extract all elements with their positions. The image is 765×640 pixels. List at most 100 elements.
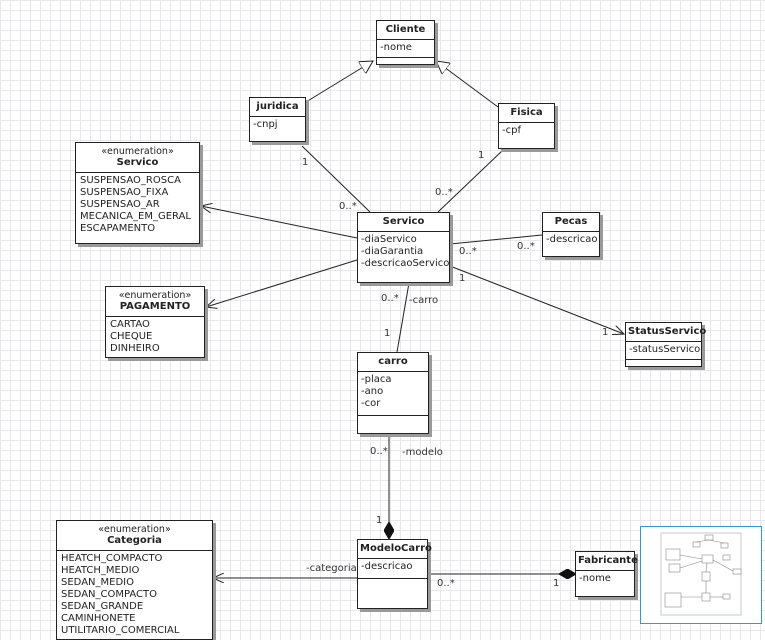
attribute: -diaGarantia [361, 246, 424, 257]
multiplicity-label: 1 [459, 273, 466, 284]
operations-compartment [377, 57, 434, 64]
attributes-compartment: -descricao [543, 231, 599, 251]
association-fisica-servico[interactable] [437, 149, 504, 213]
stereotype: «enumeration» [98, 524, 171, 535]
enum-literal: SUSPENSAO_ROSCA [80, 175, 181, 186]
enum-pagamento[interactable]: «enumeration» PAGAMENTO CARTAO CHEQUE DI… [105, 286, 205, 358]
enum-servico[interactable]: «enumeration» Servico SUSPENSAO_ROSCA SU… [75, 142, 200, 244]
multiplicity-label: 1 [478, 150, 485, 161]
enum-literal: HEATCH_MEDIO [61, 565, 140, 576]
association-servico-pagamento[interactable] [206, 259, 358, 307]
enum-literal: ESCAPAMENTO [80, 223, 156, 234]
enum-literal: CAMINHONETE [61, 613, 136, 624]
operations-compartment [626, 359, 701, 364]
class-fabricante[interactable]: Fabricante -nome [575, 551, 638, 597]
class-title: Servico [382, 216, 425, 227]
class-title: carro [378, 356, 408, 367]
literals-compartment: SUSPENSAO_ROSCA SUSPENSAO_FIXA SUSPENSAO… [76, 172, 199, 238]
attributes-compartment: -placa -ano -cor [358, 371, 428, 415]
enum-literal: SEDAN_GRANDE [61, 601, 144, 612]
generalization-juridica-cliente[interactable] [305, 61, 373, 103]
association-servico-status[interactable] [449, 265, 624, 334]
class-title: Fabricante [578, 555, 638, 566]
attribute: -ano [361, 386, 384, 397]
multiplicity-label: 0..* [339, 201, 357, 212]
operations-compartment [358, 578, 427, 597]
class-title: «enumeration» PAGAMENTO [106, 287, 204, 316]
class-pecas[interactable]: Pecas -descricao [542, 212, 600, 257]
multiplicity-label: 0..* [517, 241, 535, 252]
multiplicity-label: 1 [602, 327, 609, 338]
multiplicity-label: 0..* [437, 578, 455, 589]
class-title: «enumeration» Categoria [57, 521, 212, 550]
attribute: -cor [361, 398, 381, 409]
attribute: -placa [361, 374, 392, 385]
attribute: -nome [380, 42, 412, 53]
class-title: StatusServico [628, 326, 707, 337]
class-status-servico[interactable]: StatusServico -statusServico [625, 322, 707, 367]
enum-literal: SEDAN_COMPACTO [61, 589, 158, 600]
enum-literal: SUSPENSAO_FIXA [80, 187, 169, 198]
attribute: -diaServico [361, 234, 417, 245]
class-cliente[interactable]: Cliente -nome [376, 20, 435, 65]
class-title: ModeloCarro [360, 543, 432, 554]
association-servico-carro[interactable] [396, 282, 410, 353]
association-servico-enum-servico[interactable] [201, 206, 358, 239]
enum-literal: SEDAN_MEDIO [61, 577, 134, 588]
role-label: -categoria [306, 563, 357, 574]
attribute: -descricaoServico [361, 258, 450, 269]
stereotype: «enumeration» [101, 146, 174, 157]
generalization-fisica-cliente[interactable] [436, 61, 499, 108]
class-modelo-carro[interactable]: ModeloCarro -descricao [357, 539, 432, 609]
attributes-compartment: -cpf [499, 122, 554, 142]
enum-literal: MECANICA_EM_GERAL [80, 211, 191, 222]
class-title: Fisica [510, 107, 543, 118]
enum-literal: HEATCH_COMPACTO [61, 553, 163, 564]
class-juridica[interactable]: juridica -cnpj [249, 97, 306, 142]
attribute: -cpf [502, 125, 521, 136]
multiplicity-label: 0..* [459, 246, 477, 257]
association-servico-pecas[interactable] [449, 234, 543, 245]
minimap-preview [660, 532, 742, 616]
multiplicity-label: 1 [376, 515, 383, 526]
class-title: Pecas [554, 216, 588, 227]
multiplicity-label: 0..* [370, 446, 388, 457]
enum-literal: DINHEIRO [110, 343, 160, 354]
literals-compartment: CARTAO CHEQUE DINHEIRO [106, 316, 204, 358]
attributes-compartment: -descricao [358, 558, 427, 578]
class-servico[interactable]: Servico -diaServico -diaGarantia -descri… [357, 212, 450, 283]
attributes-compartment: -diaServico -diaGarantia -descricaoServi… [358, 231, 449, 273]
operations-compartment [358, 415, 428, 430]
outline-minimap[interactable] [640, 526, 762, 624]
attributes-compartment: -statusServico [626, 341, 701, 359]
class-name: Categoria [107, 535, 162, 546]
class-carro[interactable]: carro -placa -ano -cor [357, 352, 429, 434]
enum-literal: CARTAO [110, 319, 150, 330]
association-juridica-servico[interactable] [301, 145, 371, 213]
attribute: -statusServico [629, 344, 701, 355]
class-title: Cliente [385, 24, 426, 35]
enum-literal: SUSPENSAO_AR [80, 199, 160, 210]
attribute: -descricao [361, 561, 413, 572]
multiplicity-label: 0..* [435, 187, 453, 198]
class-name: Servico [116, 157, 159, 168]
role-label: -modelo [402, 447, 443, 458]
multiplicity-label: 1 [302, 157, 309, 168]
class-fisica[interactable]: Fisica -cpf [498, 103, 555, 149]
attributes-compartment: -nome [576, 570, 634, 590]
attributes-compartment: -nome [377, 39, 434, 57]
attribute: -nome [579, 573, 611, 584]
attribute: -cnpj [253, 119, 278, 130]
enum-literal: CHEQUE [110, 331, 153, 342]
class-title: juridica [256, 101, 299, 112]
enum-literal: UTILITARIO_COMERCIAL [61, 625, 180, 636]
multiplicity-label: 1 [384, 328, 391, 339]
class-title: «enumeration» Servico [76, 143, 199, 172]
stereotype: «enumeration» [118, 290, 192, 301]
attribute: -descricao [546, 234, 598, 245]
enum-categoria[interactable]: «enumeration» Categoria HEATCH_COMPACTO … [56, 520, 213, 640]
multiplicity-label: 0..* [381, 293, 399, 304]
role-label: -carro [409, 295, 439, 306]
